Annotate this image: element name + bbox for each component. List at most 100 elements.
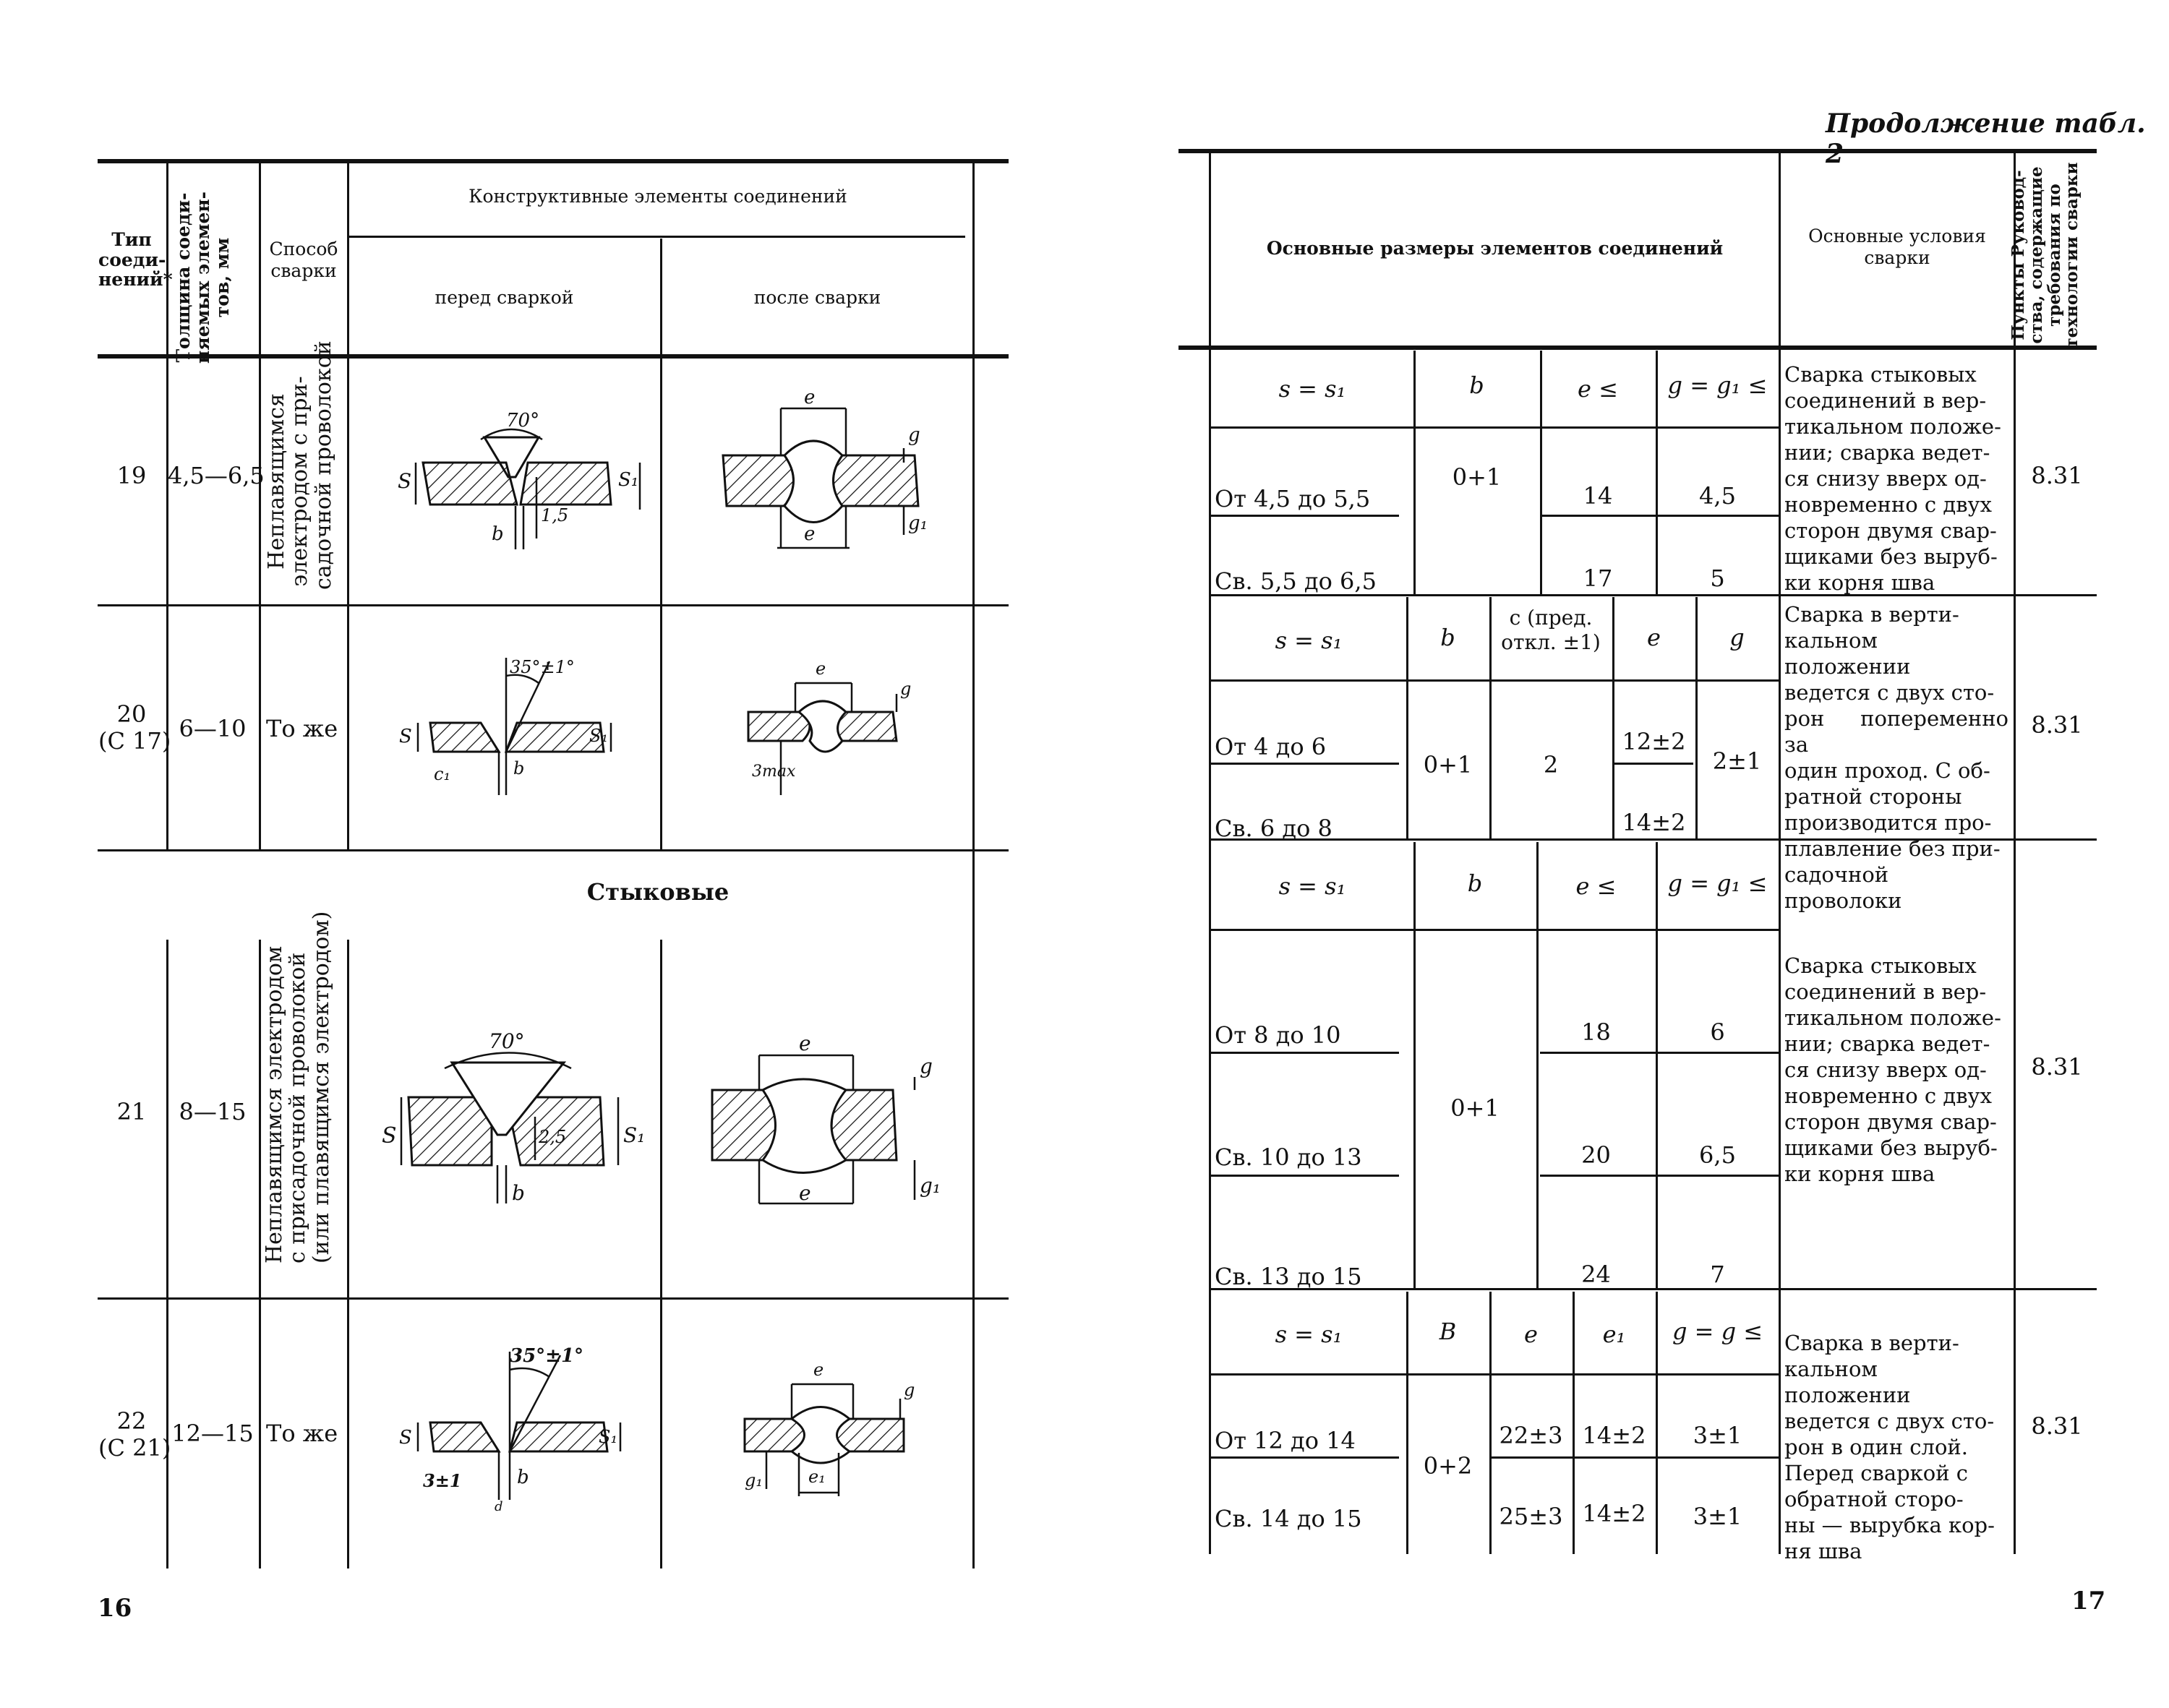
col-rule [1406, 1292, 1408, 1554]
plate-left-21-after [711, 1089, 779, 1162]
row-22-method: То же [266, 1420, 338, 1447]
b2-row1-range: От 4 до 6 [1215, 733, 1327, 760]
b4-row2-range: Св. 14 до 15 [1215, 1505, 1362, 1532]
block-rule [1211, 1288, 2097, 1290]
b4-col-e1: e₁ [1602, 1321, 1626, 1348]
b2-point: 8.31 [2031, 711, 2083, 739]
e-top-label-21: e [799, 1031, 811, 1055]
b2-row2-e: 14±2 [1622, 809, 1686, 836]
b3-col-e: e ≤ [1575, 872, 1617, 900]
s-label-19: S [398, 469, 412, 493]
b2-col-c: c (пред.откл. ±1) [1501, 606, 1601, 654]
plate-left-20 [429, 721, 501, 753]
subheader-rule [1211, 679, 1779, 682]
g-label-20: g [900, 679, 912, 699]
col-rule [1656, 1292, 1658, 1554]
angle-label-22: 35°±1° [510, 1345, 584, 1367]
b4-row2-e1: 14±2 [1582, 1500, 1646, 1527]
row-rule [1211, 515, 1399, 517]
b2-col-g: g [1729, 624, 1745, 651]
header-bottom-rule [98, 354, 1009, 359]
angle-label-20: 35°±1° [510, 657, 575, 677]
s1-label-19: S₁ [618, 469, 639, 491]
table-top-rule [98, 159, 1009, 163]
b1-col-g: g = g₁ ≤ [1667, 372, 1768, 399]
plate-right-22-after [834, 1417, 905, 1453]
table-top-rule [1178, 149, 2097, 153]
col-rule [1573, 1292, 1575, 1554]
row-rule [1540, 1175, 1779, 1177]
b4-col-B: B [1439, 1318, 1457, 1345]
subheader-rule [1211, 1373, 1779, 1376]
col-rule [1656, 351, 1658, 594]
plate-left-22-after [743, 1417, 808, 1453]
e-bot-label-19: e [804, 523, 816, 545]
b3-col-g: g = g₁ ≤ [1667, 870, 1768, 897]
b3-row1-g: 6 [1710, 1018, 1725, 1046]
e-top-label-19: e [804, 387, 816, 408]
row-rule [98, 604, 1009, 606]
d-label-22: d [495, 1499, 503, 1514]
plate-left-21 [407, 1096, 493, 1167]
row-rule [98, 1297, 1009, 1300]
row-rule [1614, 763, 1693, 765]
row-19-thickness: 4,5—6,5 [168, 462, 265, 489]
c-label-22: 3±1 [423, 1470, 462, 1491]
b2-g-value: 2±1 [1712, 747, 1762, 775]
c1-label-20: c₁ [434, 764, 451, 784]
b4-B-value: 0+2 [1423, 1452, 1473, 1480]
row-rule [1211, 1175, 1399, 1177]
b1-b-value: 0+1 [1452, 463, 1502, 491]
b4-row1-e: 22±3 [1499, 1422, 1563, 1449]
b-label-21: b [512, 1181, 525, 1205]
row-rule [1211, 763, 1399, 765]
b3-row2-range: Св. 10 до 13 [1215, 1143, 1362, 1171]
b4-col-g: g = g ≤ [1672, 1318, 1763, 1345]
col-rule [166, 940, 168, 1568]
col-rule [1779, 152, 1781, 1554]
row-19-type: 19 [116, 462, 147, 489]
b1-row2-g: 5 [1710, 565, 1725, 592]
g1-label-19: g₁ [908, 512, 928, 534]
s-label-20: S [399, 726, 412, 747]
col-rule [1656, 842, 1658, 1288]
col-rule [166, 163, 168, 849]
col-rule [1209, 152, 1211, 1554]
b2-col-b: b [1440, 624, 1455, 651]
b4-col-s: s = s₁ [1275, 1321, 1343, 1348]
g1-label-21: g₁ [920, 1174, 941, 1198]
b3-row2-e: 20 [1581, 1141, 1611, 1169]
col-rule [972, 163, 975, 1568]
b2-col-e: e [1647, 624, 1661, 651]
b4-row1-g: 3±1 [1693, 1422, 1742, 1449]
b2-col-s: s = s₁ [1275, 627, 1343, 654]
row-rule [1211, 1052, 1399, 1054]
row-22-type: 22(С 21) [98, 1407, 171, 1462]
col-rule [1695, 597, 1698, 838]
g1-label-22: g₁ [745, 1470, 763, 1490]
s-label-21: S [382, 1123, 397, 1149]
b2-row1-e: 12±2 [1622, 728, 1686, 755]
row-rule [98, 849, 1009, 851]
b1-row1-g: 4,5 [1699, 482, 1736, 510]
b2-b-value: 0+1 [1423, 751, 1473, 778]
max-label-20: 3max [752, 763, 796, 781]
b-label-20: b [513, 758, 525, 778]
row-21-thickness: 8—15 [179, 1098, 247, 1125]
s-label-22: S [399, 1427, 412, 1449]
plate-left-19-after [722, 454, 795, 507]
block-rule [1211, 594, 2097, 596]
row-rule [1489, 1456, 1779, 1459]
b4-col-e: e [1524, 1321, 1538, 1348]
continuation-title: Продолжение табл. 2 [1826, 108, 2146, 169]
col-rule [259, 163, 261, 849]
b1-row1-range: От 4,5 до 5,5 [1215, 485, 1371, 512]
b-label-19: b [492, 523, 504, 545]
header-subrule [347, 236, 965, 238]
c-label-19: 1,5 [541, 505, 569, 525]
